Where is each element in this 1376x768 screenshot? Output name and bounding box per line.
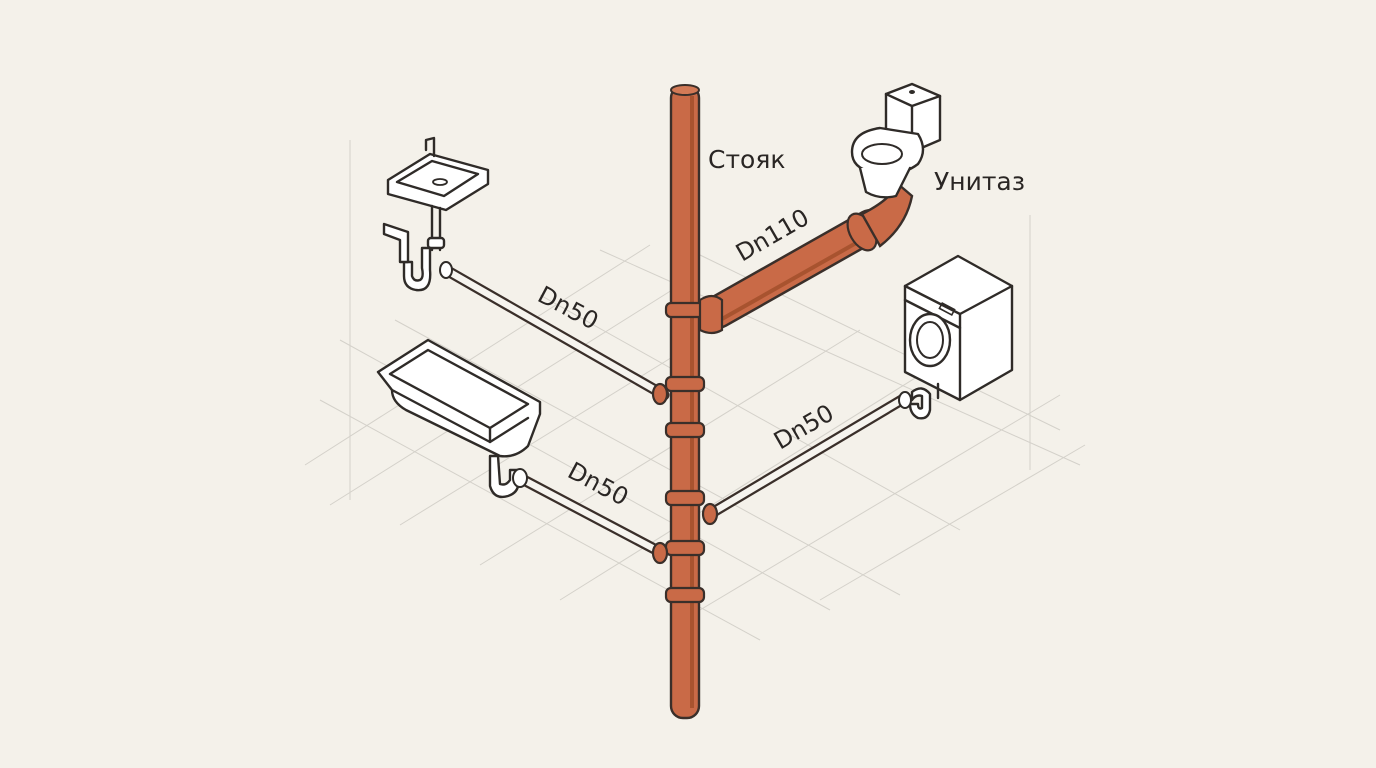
toilet-icon (850, 82, 942, 199)
branch-pipes (440, 264, 911, 559)
riser-couplings (664, 301, 706, 604)
sink-icon (382, 136, 490, 292)
bathtub-icon (376, 338, 542, 499)
label-toilet: Унитаз (934, 167, 1025, 196)
riser-inlets (651, 382, 719, 565)
washing-machine-icon (898, 254, 1014, 420)
pipe-bath-branch (514, 472, 668, 559)
riser-pipe (651, 84, 719, 720)
pipe-washer-branch (704, 392, 911, 520)
label-riser: Стояк (708, 145, 785, 174)
pipe-toilet-branch (698, 182, 914, 335)
pipe-sink-branch (440, 264, 670, 401)
